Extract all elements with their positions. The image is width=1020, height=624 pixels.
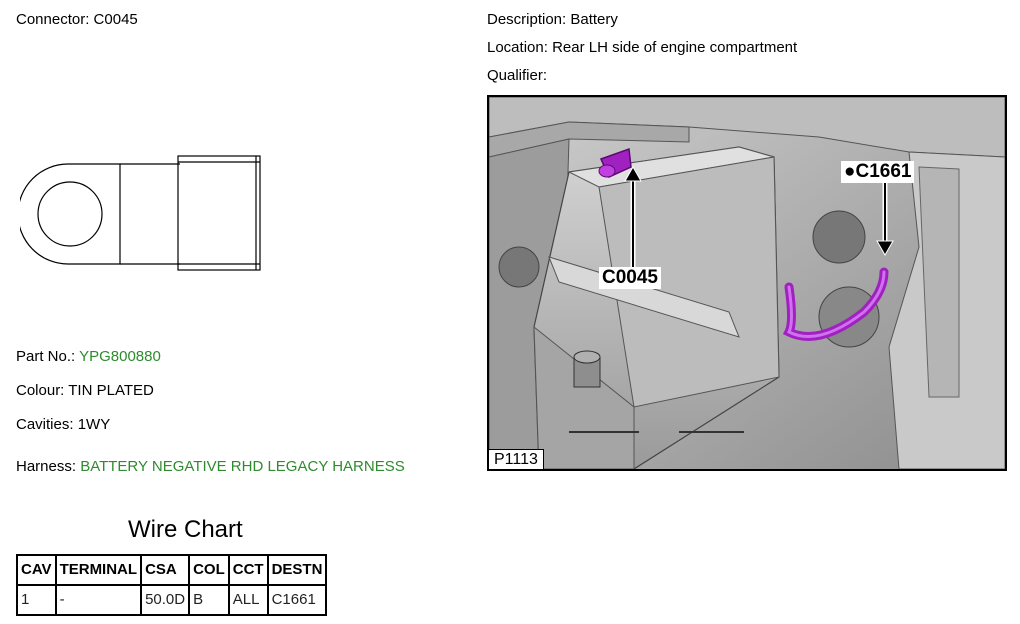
wire-chart-table: CAV TERMINAL CSA COL CCT DESTN 1 - 50.0D… bbox=[16, 554, 328, 616]
description-value: Battery bbox=[570, 11, 618, 28]
qualifier-line: Qualifier: bbox=[487, 67, 547, 84]
connector-line: Connector: C0045 bbox=[16, 11, 138, 28]
location-label: Location: bbox=[487, 39, 548, 56]
col-csa-header: CSA bbox=[140, 554, 191, 586]
connector-value: C0045 bbox=[93, 11, 138, 28]
ring-terminal-drawing bbox=[20, 155, 261, 271]
cell-csa: 50.0D bbox=[140, 584, 191, 616]
wire-chart-header-row: CAV TERMINAL CSA COL CCT DESTN bbox=[16, 554, 328, 586]
colour-line: Colour: TIN PLATED bbox=[16, 382, 154, 399]
col-cav-header: CAV bbox=[16, 554, 57, 586]
bullet-icon: ● bbox=[844, 161, 856, 182]
description-label: Description: bbox=[487, 11, 567, 28]
qualifier-label: Qualifier: bbox=[487, 67, 548, 84]
wire-chart-title: Wire Chart bbox=[128, 516, 243, 543]
description-line: Description: Battery bbox=[487, 11, 618, 28]
callout-c1661: ●C1661 bbox=[841, 161, 915, 183]
cell-col: B bbox=[188, 584, 230, 616]
harness-label: Harness: bbox=[16, 458, 77, 475]
cavities-label: Cavities: bbox=[16, 416, 74, 433]
terminal-ring-outline bbox=[20, 163, 121, 265]
part-no-link[interactable]: YPG800880 bbox=[79, 348, 161, 365]
colour-value: TIN PLATED bbox=[68, 382, 154, 399]
picture-id-label: P1113 bbox=[489, 449, 544, 469]
location-value: Rear LH side of engine compartment bbox=[552, 39, 798, 56]
colour-label: Colour: bbox=[16, 382, 65, 399]
location-line: Location: Rear LH side of engine compart… bbox=[487, 39, 797, 56]
cell-cct: ALL bbox=[227, 584, 269, 616]
callout-c0045: C0045 bbox=[599, 267, 661, 289]
part-no-line: Part No.: YPG800880 bbox=[16, 348, 161, 365]
col-terminal-header: TERMINAL bbox=[54, 554, 143, 586]
terminal-ring-hole bbox=[37, 181, 103, 247]
terminal-crimp-barrel bbox=[177, 155, 261, 271]
cell-cav: 1 bbox=[16, 584, 57, 616]
table-row: 1 - 50.0D B ALL C1661 bbox=[16, 584, 328, 616]
cell-terminal: - bbox=[54, 584, 143, 616]
engine-bay-graphic bbox=[489, 97, 1005, 469]
col-cct-header: CCT bbox=[227, 554, 269, 586]
part-no-label: Part No.: bbox=[16, 348, 76, 365]
cavities-value: 1WY bbox=[77, 416, 111, 433]
col-col-header: COL bbox=[188, 554, 230, 586]
harness-link[interactable]: BATTERY NEGATIVE RHD LEGACY HARNESS bbox=[80, 458, 405, 475]
cell-destn-link[interactable]: C1661 bbox=[266, 584, 328, 616]
cavities-line: Cavities: 1WY bbox=[16, 416, 110, 433]
connector-label: Connector: bbox=[16, 11, 90, 28]
col-destn-header: DESTN bbox=[266, 554, 328, 586]
location-illustration: C0045 ●C1661 P1113 bbox=[487, 95, 1007, 471]
harness-line: Harness: BATTERY NEGATIVE RHD LEGACY HAR… bbox=[16, 458, 405, 475]
